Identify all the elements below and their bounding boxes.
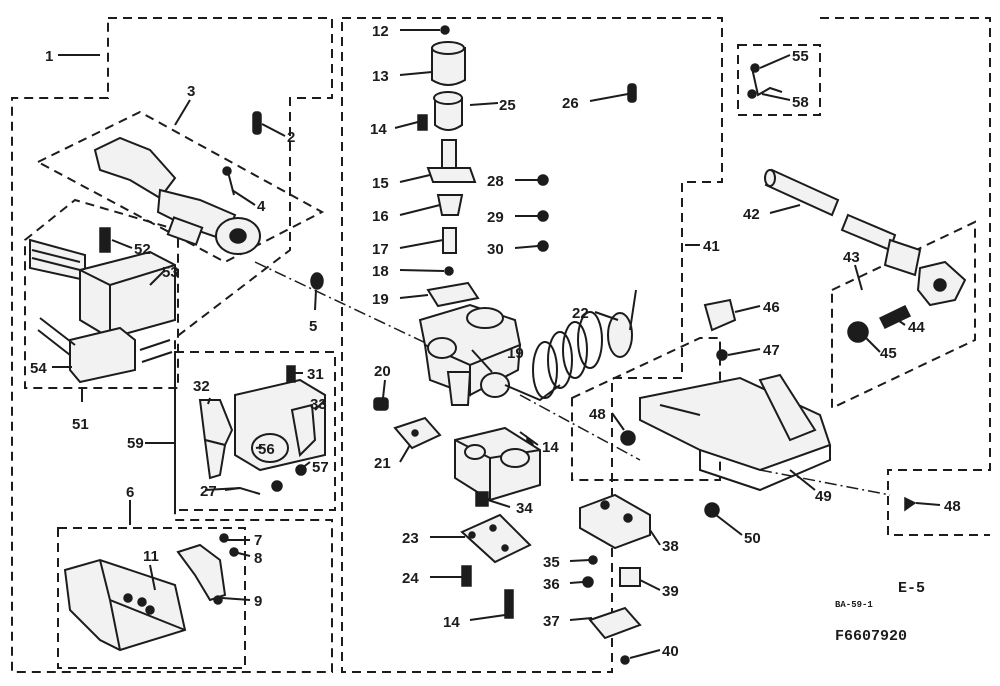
label-15: 15 xyxy=(372,175,389,192)
label-48a: 48 xyxy=(589,406,606,423)
mounting-bracket-part-49 xyxy=(620,298,917,518)
label-21: 21 xyxy=(374,455,391,472)
gasket-part-21 xyxy=(393,416,442,450)
label-16: 16 xyxy=(372,208,389,225)
label-27: 27 xyxy=(200,483,217,500)
label-30: 30 xyxy=(487,241,504,258)
label-12: 12 xyxy=(372,23,389,40)
label-18: 18 xyxy=(372,263,389,280)
figure-number-caption: F6607920 xyxy=(835,628,907,645)
group-1-boundary xyxy=(11,17,333,673)
label-7: 7 xyxy=(254,532,262,549)
label-23: 23 xyxy=(402,530,419,547)
leader-lines xyxy=(52,29,941,659)
orifice-part-5 xyxy=(310,272,324,290)
group-right-boundary xyxy=(820,17,991,536)
group-41-boundary xyxy=(341,17,723,673)
label-14b: 14 xyxy=(542,439,559,456)
label-29: 29 xyxy=(487,209,504,226)
group-43-boundary xyxy=(831,220,976,410)
label-19a: 19 xyxy=(372,291,389,308)
thermocouple-coil-part xyxy=(504,289,637,402)
label-3: 3 xyxy=(187,83,195,100)
label-51: 51 xyxy=(72,416,89,433)
group-55-boundary xyxy=(737,44,821,116)
label-40: 40 xyxy=(662,643,679,660)
group-59-boundary xyxy=(174,351,336,511)
reference-caption: BA-59-1 xyxy=(835,600,873,610)
label-2: 2 xyxy=(287,129,295,146)
pilot-bracket-part xyxy=(198,365,326,495)
label-32: 32 xyxy=(193,378,210,395)
label-57: 57 xyxy=(312,459,329,476)
assembly-axis-line xyxy=(254,261,891,496)
label-44: 44 xyxy=(908,319,925,336)
label-50: 50 xyxy=(744,530,761,547)
label-20: 20 xyxy=(374,363,391,380)
label-28: 28 xyxy=(487,173,504,190)
label-53: 53 xyxy=(162,264,179,281)
burner-tube-part xyxy=(93,136,261,255)
label-56: 56 xyxy=(258,441,275,458)
clip-part-55 xyxy=(747,63,783,99)
switch-part-38 xyxy=(579,493,651,665)
label-37: 37 xyxy=(543,613,560,630)
label-48b: 48 xyxy=(944,498,961,515)
label-33: 33 xyxy=(310,396,327,413)
valve-stack-part xyxy=(373,25,637,454)
label-45: 45 xyxy=(880,345,897,362)
label-35: 35 xyxy=(543,554,560,571)
label-47: 47 xyxy=(763,342,780,359)
label-19b: 19 xyxy=(507,345,524,362)
label-4: 4 xyxy=(257,198,266,215)
valve-body-part-22 xyxy=(454,426,541,507)
plate-part-23 xyxy=(460,513,532,619)
label-34: 34 xyxy=(516,500,533,517)
label-14a: 14 xyxy=(370,121,387,138)
label-39: 39 xyxy=(662,583,679,600)
label-6: 6 xyxy=(126,484,134,501)
label-13: 13 xyxy=(372,68,389,85)
label-43: 43 xyxy=(843,249,860,266)
manifold-bracket-part xyxy=(63,533,239,652)
label-31: 31 xyxy=(307,366,324,383)
label-55: 55 xyxy=(792,48,809,65)
pin-part-2 xyxy=(252,111,262,135)
label-38: 38 xyxy=(662,538,679,555)
label-8: 8 xyxy=(254,550,262,567)
label-41: 41 xyxy=(703,238,720,255)
group-51-boundary xyxy=(24,198,179,389)
label-59: 59 xyxy=(127,435,144,452)
section-caption: E-5 xyxy=(898,580,925,597)
label-17: 17 xyxy=(372,241,389,258)
label-42: 42 xyxy=(743,206,760,223)
label-9: 9 xyxy=(254,593,262,610)
label-36: 36 xyxy=(543,576,560,593)
label-24: 24 xyxy=(402,570,419,587)
control-housing-part xyxy=(29,227,176,384)
label-5: 5 xyxy=(309,318,317,335)
label-54: 54 xyxy=(30,360,47,377)
label-22: 22 xyxy=(572,305,589,322)
label-49: 49 xyxy=(815,488,832,505)
label-46: 46 xyxy=(763,299,780,316)
group-3-boundary xyxy=(35,110,325,264)
label-11: 11 xyxy=(143,548,159,565)
label-52: 52 xyxy=(134,241,151,258)
label-1: 1 xyxy=(45,48,53,65)
burner-assembly-part-43 xyxy=(847,238,967,343)
label-26: 26 xyxy=(562,95,579,112)
label-25: 25 xyxy=(499,97,516,114)
group-6-boundary xyxy=(57,527,246,669)
label-58: 58 xyxy=(792,94,809,111)
label-14c: 14 xyxy=(443,614,460,631)
